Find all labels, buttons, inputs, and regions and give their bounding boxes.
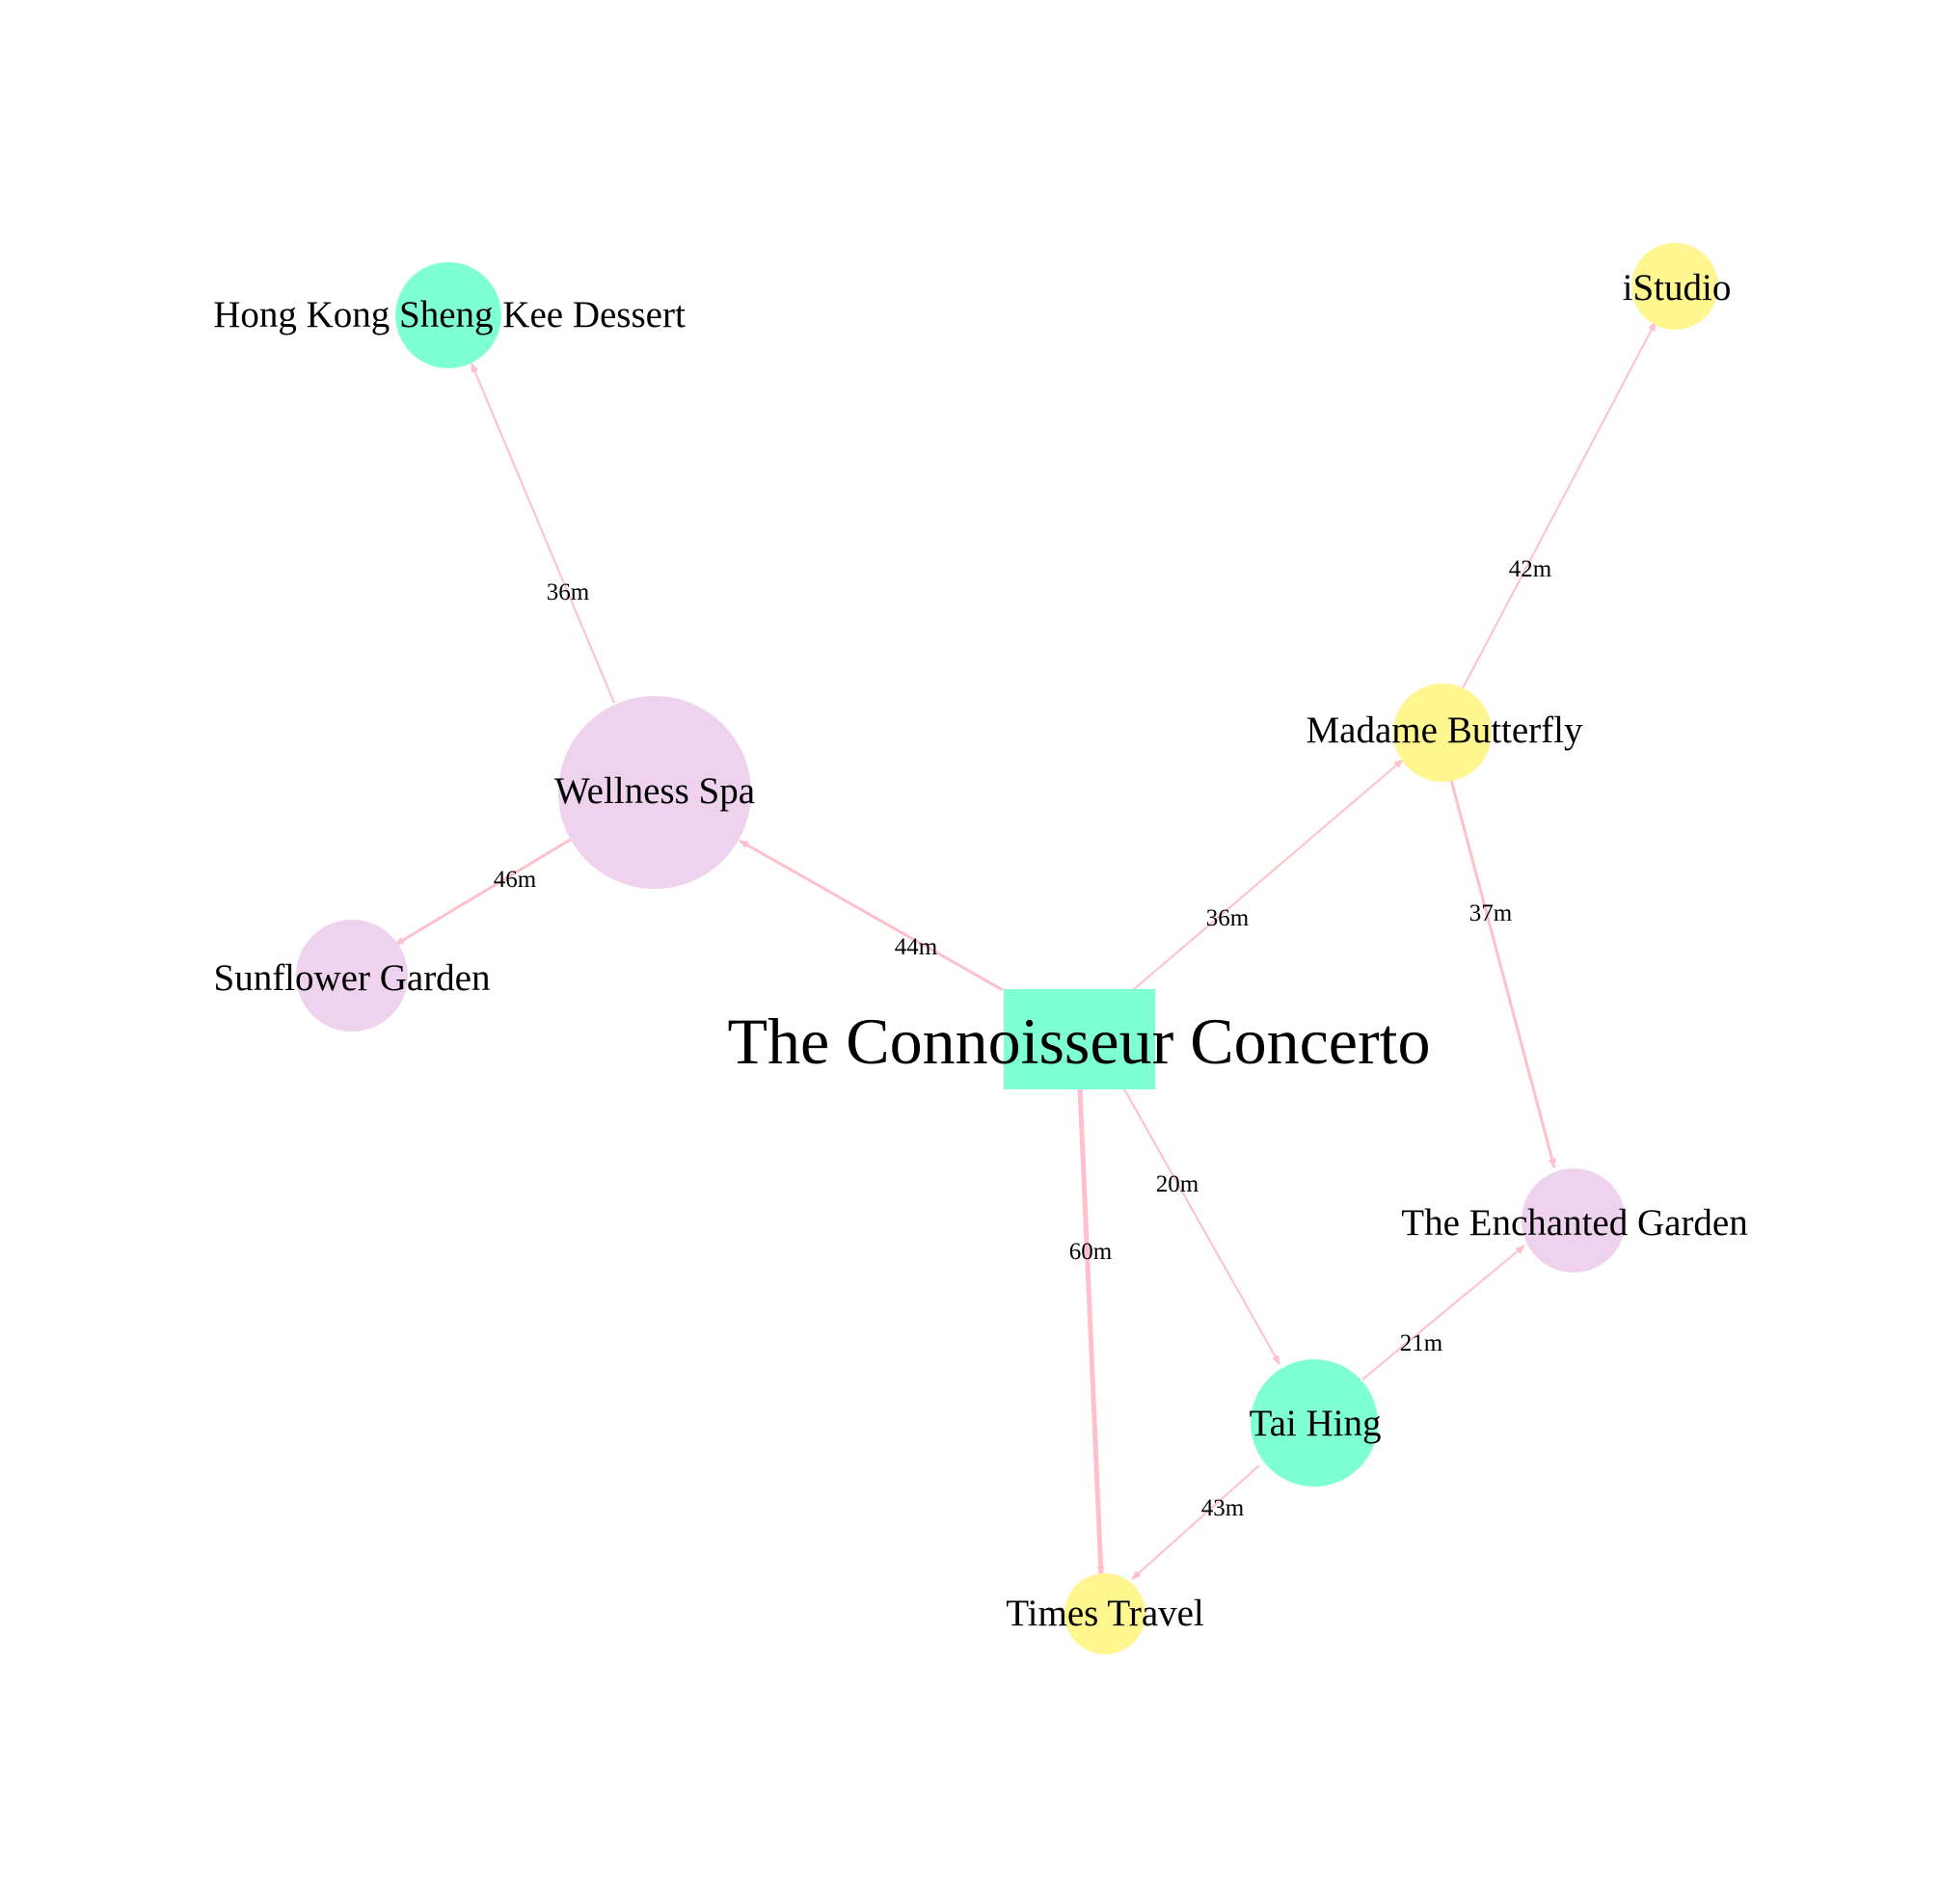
edge-hub-times-travel bbox=[1077, 1086, 1105, 1576]
edge-label-tai-hing-times-travel: 43m bbox=[1201, 1495, 1245, 1521]
node-label-tai-hing: Tai Hing bbox=[1250, 1403, 1382, 1444]
node-istudio[interactable] bbox=[1631, 243, 1718, 330]
edge-tai-hing-times-travel bbox=[1131, 1464, 1260, 1580]
edge-wellness-spa-sunflower-garden bbox=[394, 837, 573, 947]
node-label-sunflower-garden: Sunflower Garden bbox=[214, 957, 491, 999]
node-label-the-connoisseur-concerto: The Connoisseur Concerto bbox=[728, 1005, 1431, 1078]
node-label-istudio: iStudio bbox=[1623, 267, 1732, 308]
edge-hub-wellness-spa bbox=[739, 839, 1004, 992]
edge-label-madame-butterfly-istudio: 42m bbox=[1509, 556, 1552, 582]
node-madame-butterfly[interactable] bbox=[1393, 684, 1492, 782]
node-tai-hing[interactable] bbox=[1251, 1359, 1378, 1487]
edge-label-wellness-spa-sunflower-garden: 46m bbox=[494, 867, 537, 893]
edge-labels: 44m 36m 20m 60m 36m 46m 42m 37m 21m 43m bbox=[494, 556, 1552, 1521]
node-labels: Hong Kong Sheng Kee Dessert iStudio Mada… bbox=[213, 267, 1748, 1634]
edge-label-madame-butterfly-enchanted-garden: 37m bbox=[1469, 900, 1513, 926]
edge-madame-butterfly-istudio bbox=[1462, 321, 1657, 689]
edge-label-hub-madame-butterfly: 36m bbox=[1206, 905, 1250, 931]
edge-label-wellness-spa-hong-kong-sheng-kee-dessert: 36m bbox=[547, 579, 590, 605]
node-sunflower-garden[interactable] bbox=[296, 920, 408, 1032]
node-label-wellness-spa: Wellness Spa bbox=[554, 770, 755, 812]
node-hong-kong-sheng-kee-dessert[interactable] bbox=[395, 262, 501, 368]
edge-label-hub-times-travel: 60m bbox=[1069, 1239, 1113, 1265]
node-label-enchanted-garden: The Enchanted Garden bbox=[1401, 1202, 1748, 1244]
edge-label-hub-wellness-spa: 44m bbox=[895, 934, 938, 960]
edge-tai-hing-enchanted-garden bbox=[1361, 1245, 1525, 1381]
edge-label-tai-hing-enchanted-garden: 21m bbox=[1400, 1330, 1443, 1356]
edge-wellness-spa-hong-kong-sheng-kee-dessert bbox=[471, 362, 615, 704]
edges bbox=[394, 321, 1657, 1580]
node-label-madame-butterfly: Madame Butterfly bbox=[1307, 710, 1583, 751]
node-label-times-travel: Times Travel bbox=[1006, 1593, 1204, 1634]
node-times-travel[interactable] bbox=[1064, 1573, 1145, 1654]
nodes bbox=[296, 243, 1718, 1654]
node-label-hong-kong-sheng-kee-dessert: Hong Kong Sheng Kee Dessert bbox=[213, 294, 686, 335]
node-the-connoisseur-concerto[interactable] bbox=[1004, 989, 1155, 1089]
node-wellness-spa[interactable] bbox=[558, 696, 751, 889]
edge-label-hub-tai-hing: 20m bbox=[1156, 1171, 1199, 1197]
edge-madame-butterfly-enchanted-garden bbox=[1449, 779, 1556, 1168]
node-enchanted-garden[interactable] bbox=[1522, 1168, 1626, 1273]
edge-hub-tai-hing bbox=[1122, 1086, 1280, 1365]
edge-hub-madame-butterfly bbox=[1132, 759, 1404, 991]
